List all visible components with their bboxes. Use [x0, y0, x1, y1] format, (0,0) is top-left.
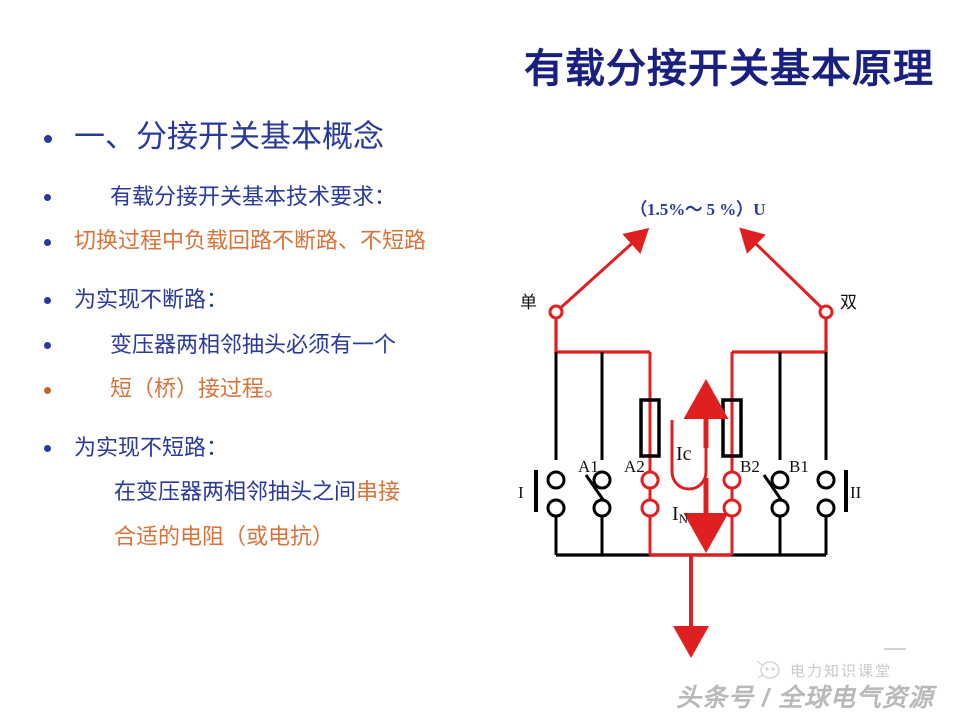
- switch-blade-b1[interactable]: [762, 474, 784, 502]
- contact-node-b2-upper[interactable]: [722, 470, 742, 490]
- contact-label-b1: B1: [789, 457, 809, 476]
- current-label-in-sub: N: [679, 511, 689, 526]
- list-item-label: 为实现不断路：: [74, 286, 229, 312]
- bullet-dot-icon: [44, 194, 51, 202]
- contact-label-a1: A1: [578, 457, 599, 476]
- current-label-in: IN: [672, 503, 689, 526]
- list-item-label: 有载分接开关基本技术要求：: [110, 183, 397, 209]
- contact-node-b2-lower[interactable]: [722, 498, 742, 518]
- bullet-dot-icon: [44, 445, 51, 453]
- left-supply-arrow-icon: [554, 227, 650, 314]
- terminal-right-node: [818, 304, 834, 320]
- right-supply-arrow-icon: [739, 227, 828, 314]
- contact-label-a2: A2: [624, 457, 645, 476]
- watermark-dash: [884, 648, 906, 650]
- list-item-label: 短（桥）接过程。: [110, 376, 287, 402]
- selector-left-label: I: [518, 483, 524, 502]
- terminal-right-label: 双: [840, 293, 857, 312]
- list-item: 短（桥）接过程。: [44, 375, 514, 404]
- list-item: 为实现不断路：: [44, 286, 514, 315]
- contact-node-right-upper[interactable]: [816, 470, 836, 490]
- bullet-dot-icon: [44, 341, 51, 349]
- contact-node-a2-lower[interactable]: [640, 498, 660, 518]
- list-item-label: 切换过程中负载回路不断路、不短路: [74, 228, 427, 254]
- contact-node-left-upper[interactable]: [546, 470, 566, 490]
- bullet-dot-icon: [44, 386, 51, 394]
- list-item-label: 在变压器两相邻抽头之间串接: [74, 478, 514, 507]
- spacer: [44, 507, 514, 523]
- spacer: [44, 256, 514, 286]
- right-red-bus: [732, 318, 828, 354]
- bullet-dot-icon: [44, 238, 51, 246]
- list-item-label: 为实现不短路：: [74, 434, 229, 460]
- terminal-left-label: 单: [520, 293, 537, 312]
- contact-node-a1-upper[interactable]: [592, 470, 612, 490]
- contact-node-right-lower[interactable]: [816, 498, 836, 518]
- list-item: 一、分接开关基本概念: [44, 118, 514, 157]
- contact-node-a1-lower[interactable]: [592, 498, 612, 518]
- contact-node-left-lower[interactable]: [546, 498, 566, 518]
- bullet-dot-icon: [44, 135, 52, 144]
- spacer: [44, 211, 514, 227]
- circuit-diagram: （1.5%～ 5 %）U 单 双: [500, 160, 950, 680]
- list-item-label: 变压器两相邻抽头必须有一个: [110, 331, 397, 357]
- resistor-a: [639, 398, 661, 458]
- list-item: 变压器两相邻抽头必须有一个: [44, 331, 514, 360]
- selector-right-label: II: [850, 483, 862, 502]
- list-item: 切换过程中负载回路不断路、不短路: [44, 227, 514, 256]
- resistor-b: [721, 398, 743, 458]
- current-label-in-main: I: [672, 503, 679, 525]
- contact-label-b2: B2: [740, 457, 760, 476]
- spacer: [44, 315, 514, 331]
- page-title: 有载分接开关基本原理: [524, 46, 934, 91]
- list-item-label-orange: 串接: [356, 479, 401, 505]
- spacer: [44, 404, 514, 434]
- spacer: [44, 157, 514, 183]
- bullet-list: 一、分接开关基本概念 有载分接开关基本技术要求： 切换过程中负载回路不断路、不短…: [44, 118, 514, 552]
- switch-blade-a1[interactable]: [584, 474, 606, 502]
- bullet-dot-icon: [44, 297, 51, 305]
- spacer: [44, 359, 514, 375]
- voltage-range-label: （1.5%～ 5 %）U: [630, 199, 766, 219]
- contact-node-b1-lower[interactable]: [770, 498, 790, 518]
- watermark-main: 头条号 / 全球电气资源: [676, 684, 934, 712]
- watermark-sub: 电力知识课堂: [790, 663, 893, 680]
- list-item: 为实现不短路：: [44, 434, 514, 463]
- contact-node-a2-upper[interactable]: [640, 470, 660, 490]
- list-item: 在变压器两相邻抽头之间串接: [44, 478, 514, 507]
- spacer: [44, 462, 514, 478]
- circulating-current-loop: [670, 420, 708, 491]
- contact-node-b1-upper[interactable]: [770, 470, 790, 490]
- list-item: 有载分接开关基本技术要求：: [44, 183, 514, 212]
- list-item-label-navy: 在变压器两相邻抽头之间: [114, 479, 357, 505]
- list-item-label: 一、分接开关基本概念: [74, 119, 384, 154]
- terminal-left-node: [548, 304, 564, 320]
- list-item-label: 合适的电阻（或电抗）: [114, 523, 335, 549]
- left-red-bus: [554, 318, 650, 354]
- list-item: 合适的电阻（或电抗）: [44, 523, 514, 552]
- current-label-ic: Ic: [676, 443, 692, 465]
- channel-logo-icon: [756, 660, 780, 679]
